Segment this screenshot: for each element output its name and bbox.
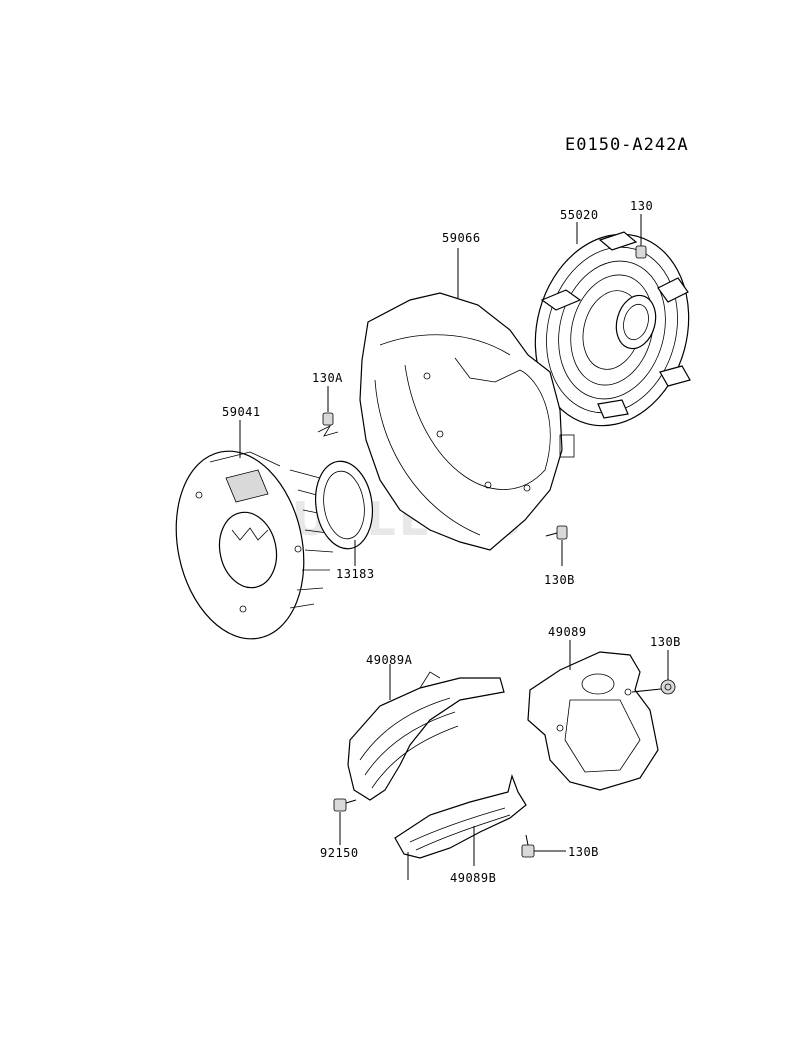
label-49089B: 49089B — [450, 871, 496, 885]
part-130A-bolt[interactable] — [317, 412, 339, 437]
label-49089: 49089 — [548, 625, 587, 639]
part-130-bolt[interactable] — [635, 236, 647, 259]
label-55020: 55020 — [560, 208, 599, 222]
part-130B-bolt-shroud[interactable] — [631, 679, 676, 695]
label-130B-shroud: 130B — [650, 635, 681, 649]
part-13183-plate[interactable] — [310, 458, 378, 553]
part-49089A-cover[interactable] — [347, 671, 505, 801]
label-59041: 59041 — [222, 405, 261, 419]
part-59041-fan[interactable] — [160, 439, 336, 651]
label-130B-housing: 130B — [544, 573, 575, 587]
diagram-code: E0150-A242A — [565, 135, 689, 155]
part-59066-blower-housing[interactable] — [359, 292, 575, 551]
part-55020-starter-cover[interactable] — [514, 217, 709, 443]
part-49089-shroud[interactable] — [527, 651, 659, 791]
label-13183: 13183 — [336, 567, 375, 581]
label-130: 130 — [630, 199, 653, 213]
part-130B-bolt-lower[interactable] — [521, 834, 535, 858]
part-92150-bolt[interactable] — [333, 798, 357, 812]
label-130A: 130A — [312, 371, 343, 385]
part-49089B-lower-cover[interactable] — [394, 773, 527, 880]
label-49089A: 49089A — [366, 653, 413, 667]
label-130B-lower: 130B — [568, 845, 599, 859]
label-92150: 92150 — [320, 846, 359, 860]
label-59066: 59066 — [442, 231, 481, 245]
part-130B-bolt-housing[interactable] — [545, 525, 568, 540]
